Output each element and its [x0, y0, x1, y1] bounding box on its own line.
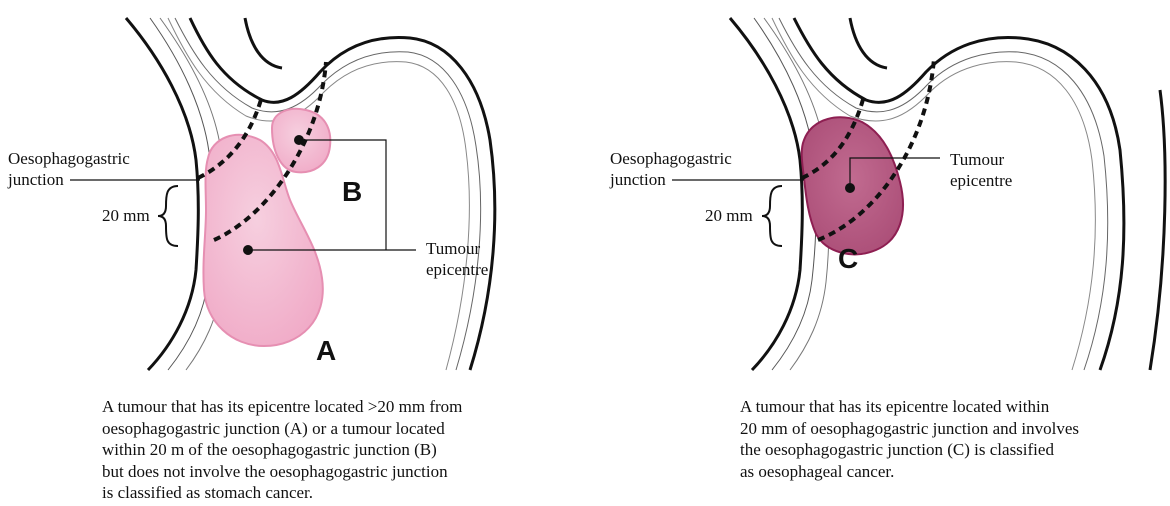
right-junction-label-line1: Oesophagogastric [610, 149, 732, 169]
right-letter-c: C [838, 244, 858, 274]
right-20mm-brace [762, 186, 782, 246]
right-caption-line: 20 mm of oesophagogastric junction and i… [740, 418, 1079, 440]
right-stomach-diagram [672, 18, 1165, 370]
left-epicentre-label-line2: epicentre [426, 260, 488, 280]
right-junction-label-line2: junction [610, 170, 666, 190]
left-caption-line: is classified as stomach cancer. [102, 482, 462, 504]
left-stomach-diagram [70, 18, 495, 370]
left-junction-label-line2: junction [8, 170, 64, 190]
right-caption-line: as oesophageal cancer. [740, 461, 1079, 483]
left-caption-line: but does not involve the oesophagogastri… [102, 461, 462, 483]
left-20mm-brace [158, 186, 178, 246]
right-caption-line: A tumour that has its epicentre located … [740, 396, 1079, 418]
right-epicentre-label-line1: Tumour [950, 150, 1004, 170]
right-greater-curvature [850, 18, 887, 68]
left-caption-line: oesophagogastric junction (A) or a tumou… [102, 418, 462, 440]
left-letter-a: A [316, 336, 336, 366]
left-junction-label-line1: Oesophagogastric [8, 149, 130, 169]
right-outer-wall [1150, 90, 1165, 370]
left-greater-curvature [245, 18, 282, 68]
left-letter-b: B [342, 177, 362, 207]
right-caption-line: the oesophagogastric junction (C) is cla… [740, 439, 1079, 461]
left-wall-layer-1 [150, 18, 212, 370]
left-caption-line: within 20 m of the oesophagogastric junc… [102, 439, 462, 461]
right-epicentre-label-line2: epicentre [950, 171, 1012, 191]
right-distance-label: 20 mm [705, 206, 753, 226]
left-oesophagus-left-wall [126, 18, 198, 370]
left-caption-line: A tumour that has its epicentre located … [102, 396, 462, 418]
left-caption: A tumour that has its epicentre located … [102, 396, 462, 504]
left-distance-label: 20 mm [102, 206, 150, 226]
right-oesophagus-left-wall [730, 18, 802, 370]
left-epicentre-label-line1: Tumour [426, 239, 480, 259]
right-caption: A tumour that has its epicentre located … [740, 396, 1079, 482]
